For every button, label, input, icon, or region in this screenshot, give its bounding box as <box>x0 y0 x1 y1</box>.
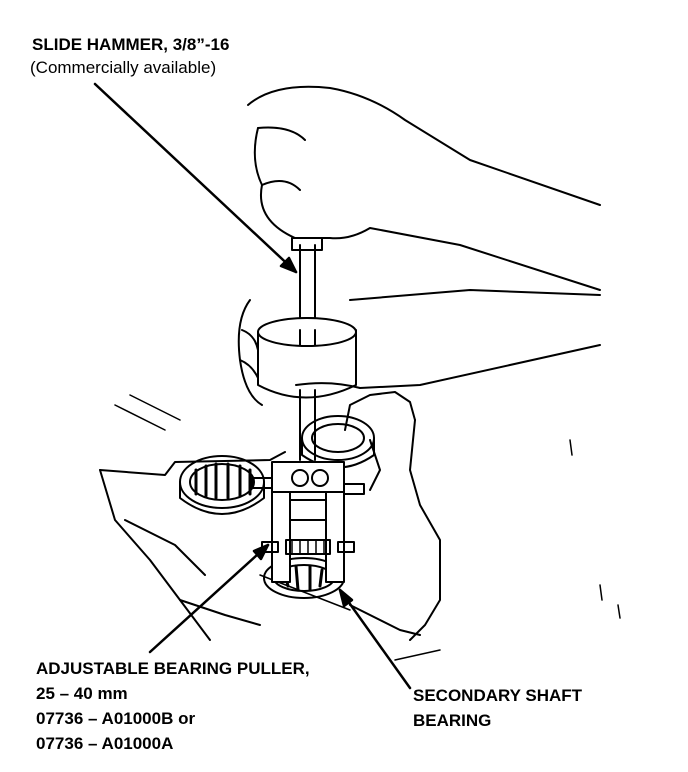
leader-bearing-puller <box>148 543 270 654</box>
bearing-puller-shape <box>251 461 365 583</box>
leader-secondary-bearing <box>338 588 412 690</box>
case-boss <box>301 415 375 469</box>
transmission-case <box>99 391 621 661</box>
hand <box>237 85 601 406</box>
slide-hammer-sublabel: (Commercially available) <box>30 58 217 77</box>
slide-hammer-shape <box>257 237 357 461</box>
bearing-puller-part-b: 07736 – A01000B or <box>36 709 196 728</box>
leader-slide-hammer <box>93 82 298 274</box>
bearing-puller-label: ADJUSTABLE BEARING PULLER, <box>36 659 310 678</box>
left-bearing <box>179 455 265 515</box>
secondary-shaft-label: SECONDARY SHAFT <box>413 686 583 705</box>
slide-hammer-label: SLIDE HAMMER, 3/8”-16 <box>32 35 230 54</box>
bearing-puller-part-a: 07736 – A01000A <box>36 734 174 753</box>
secondary-shaft-label-2: BEARING <box>413 711 492 730</box>
bearing-puller-size: 25 – 40 mm <box>36 684 128 703</box>
